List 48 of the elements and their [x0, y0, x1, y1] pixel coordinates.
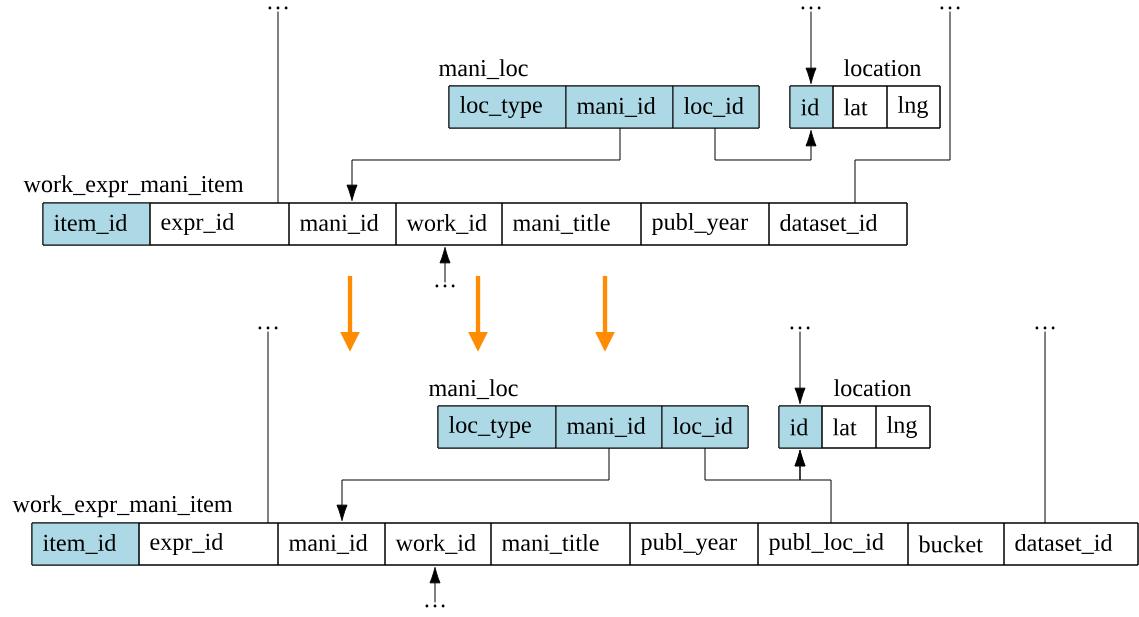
- table-cell: work_id: [384, 522, 492, 566]
- table-cell: item_id: [42, 202, 151, 246]
- table-cell: mani_title: [490, 522, 631, 566]
- table-cell: publ_loc_id: [757, 522, 909, 566]
- ellipsis: …: [940, 6, 960, 10]
- ellipsis: …: [435, 284, 455, 288]
- table-cell: dataset_id: [1003, 522, 1139, 566]
- table-cell: publ_year: [629, 522, 759, 566]
- table-cell: loc_type: [437, 405, 557, 449]
- table-cell: lng: [875, 405, 931, 449]
- table-cell: mani_id: [555, 405, 663, 449]
- table-cell: bucket: [907, 522, 1005, 566]
- connector: [346, 127, 621, 202]
- table-cell: publ_year: [640, 202, 770, 246]
- table-cell: expr_id: [149, 202, 290, 246]
- connector: [336, 447, 610, 522]
- ellipsis: …: [801, 6, 821, 10]
- table-cell: lat: [832, 85, 888, 129]
- table-cell: mani_id: [277, 522, 386, 566]
- ellipsis: …: [1035, 326, 1055, 330]
- ellipsis: …: [790, 326, 810, 330]
- connector: [439, 246, 451, 283]
- table-cell: id: [778, 405, 823, 449]
- table-cell: item_id: [31, 522, 140, 566]
- table-cell: dataset_id: [768, 202, 908, 246]
- connector: [854, 11, 951, 204]
- table-cell: lng: [886, 85, 941, 129]
- connector: [805, 11, 817, 85]
- connector: [1044, 331, 1046, 524]
- table-cell: lat: [821, 405, 877, 449]
- connector: [794, 449, 832, 524]
- ellipsis: …: [258, 326, 278, 330]
- ellipsis: …: [425, 604, 445, 608]
- connector: [714, 127, 817, 161]
- table-cell: expr_id: [138, 522, 279, 566]
- table-cell: id: [789, 85, 834, 129]
- table-cell: mani_id: [565, 85, 674, 129]
- table-cell: work_id: [395, 202, 503, 246]
- connector: [794, 331, 806, 405]
- connector: [267, 331, 269, 524]
- connector: [429, 566, 441, 603]
- table-cell: loc_id: [661, 405, 749, 449]
- table-cell: mani_id: [288, 202, 397, 246]
- table-cell: loc_id: [672, 85, 760, 129]
- ellipsis: …: [268, 6, 288, 10]
- table-cell: loc_type: [448, 85, 567, 129]
- connector: [277, 11, 279, 204]
- table-cell: mani_title: [501, 202, 642, 246]
